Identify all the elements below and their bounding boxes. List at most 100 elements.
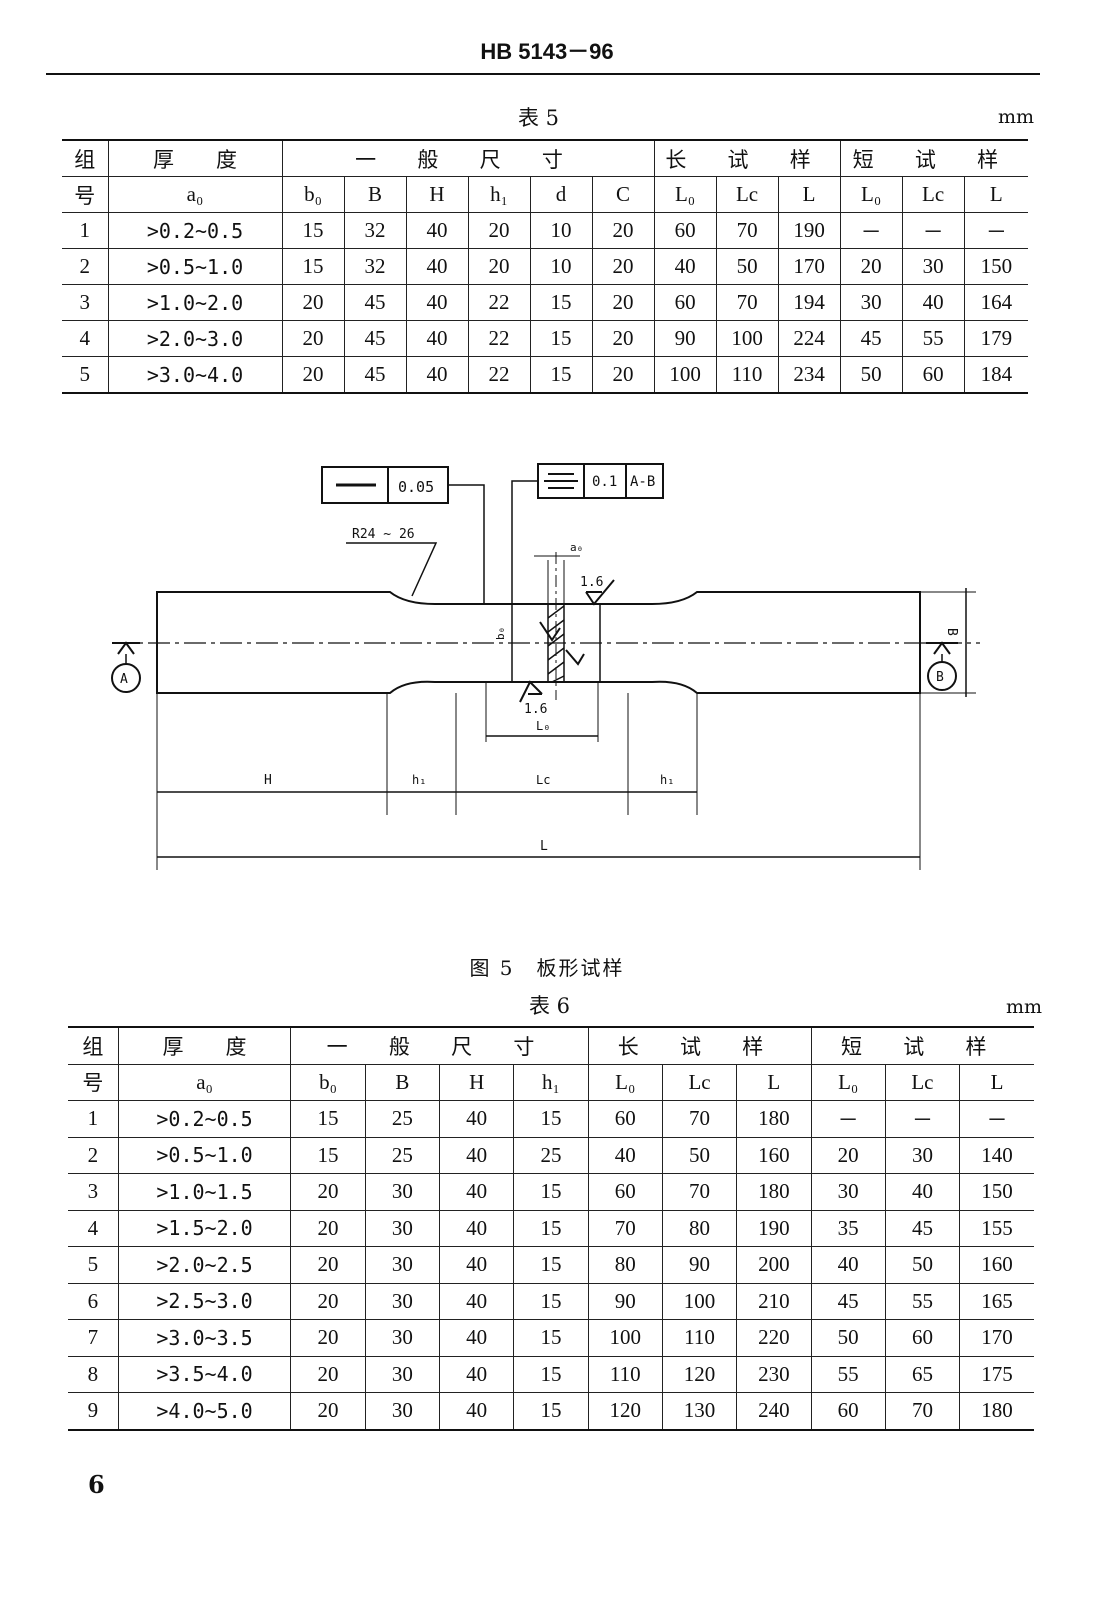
- table-cell: 45: [810, 1282, 886, 1320]
- col-header: H: [405, 176, 469, 213]
- row-thickness-range: >1.0~2.0: [107, 284, 283, 321]
- table-cell: 15: [513, 1282, 589, 1320]
- table-cell: 20: [290, 1319, 366, 1357]
- table-cell: 22: [467, 320, 531, 357]
- h-label: H: [264, 773, 272, 788]
- row-thickness-range: >3.5~4.0: [117, 1355, 292, 1393]
- table-cell: 15: [513, 1100, 589, 1138]
- table-cell: 15: [290, 1136, 366, 1174]
- table-cell: 120: [661, 1355, 738, 1393]
- header-group-top: 组: [68, 1026, 119, 1065]
- col-header: b₀: [290, 1063, 366, 1101]
- table-cell: 15: [529, 356, 593, 394]
- row-group-number: 4: [68, 1209, 119, 1247]
- table-cell: 40: [438, 1319, 515, 1357]
- table-cell: 20: [290, 1392, 366, 1430]
- table-cell: 40: [438, 1209, 515, 1247]
- header-long: 长 试 样: [587, 1026, 812, 1065]
- table-cell: 15: [529, 284, 593, 321]
- table5-body: 组 厚 度 一 般 尺 寸 长 试 样 短 试 样 号 a₀ b₀ B H h₁…: [62, 139, 1029, 394]
- table-cell: 15: [513, 1355, 589, 1393]
- table-cell: 15: [281, 248, 345, 285]
- header-short: 短 试 样: [839, 139, 1029, 177]
- table-cell: 20: [290, 1173, 366, 1211]
- table-cell: 30: [810, 1173, 886, 1211]
- table-cell: 70: [715, 212, 779, 249]
- table-cell: 10: [529, 248, 593, 285]
- table-cell: 100: [715, 320, 779, 357]
- table-cell: 40: [405, 284, 469, 321]
- table-cell: 70: [884, 1392, 961, 1430]
- header-rule: [46, 73, 1040, 75]
- table-cell: 15: [513, 1319, 589, 1357]
- row-thickness-range: >2.5~3.0: [117, 1282, 292, 1320]
- table-cell: 45: [884, 1209, 961, 1247]
- table-cell: 100: [653, 356, 717, 394]
- table-cell: 30: [839, 284, 903, 321]
- chain-dimension: H h₁ Lc h₁: [157, 773, 697, 793]
- row-group-number: 3: [68, 1173, 119, 1211]
- table-cell: 40: [438, 1173, 515, 1211]
- lc-label: Lc: [536, 773, 550, 787]
- table-cell: 100: [661, 1282, 738, 1320]
- table-cell: 224: [777, 320, 841, 357]
- table-cell: 22: [467, 356, 531, 394]
- row-group-number: 1: [62, 212, 109, 249]
- page-number: 6: [88, 1470, 105, 1499]
- l-label: L: [540, 839, 548, 854]
- table-cell: 70: [587, 1209, 663, 1247]
- col-header: a₀: [107, 176, 283, 213]
- table-cell: 140: [959, 1136, 1034, 1174]
- table-cell: 110: [715, 356, 779, 394]
- row-group-number: 5: [68, 1246, 119, 1284]
- row-thickness-range: >1.5~2.0: [117, 1209, 292, 1247]
- col-header: L₀: [810, 1063, 886, 1101]
- table-cell: 210: [736, 1282, 812, 1320]
- col-header: a₀: [117, 1063, 292, 1101]
- table-cell: 30: [364, 1246, 441, 1284]
- table-cell: 170: [777, 248, 841, 285]
- table-cell: 160: [736, 1136, 812, 1174]
- col-header: B: [364, 1063, 441, 1101]
- col-header: Lc: [661, 1063, 738, 1101]
- table-cell: 20: [467, 248, 531, 285]
- h1-right-label: h₁: [660, 773, 674, 787]
- table-cell: 20: [467, 212, 531, 249]
- symmetry-value: 0.1: [592, 474, 617, 490]
- table-cell: 40: [438, 1355, 515, 1393]
- table-cell: 45: [343, 356, 407, 394]
- table-cell: 60: [587, 1173, 663, 1211]
- table5: 组 厚 度 一 般 尺 寸 长 试 样 短 试 样 号 a₀ b₀ B H h₁…: [62, 139, 1029, 394]
- table-cell: 50: [810, 1319, 886, 1357]
- row-group-number: 3: [62, 284, 109, 321]
- table-cell: 20: [290, 1209, 366, 1247]
- col-header: h₁: [467, 176, 531, 213]
- a0-dimension: a₀: [534, 541, 583, 604]
- table-cell: 45: [839, 320, 903, 357]
- table-cell: 50: [715, 248, 779, 285]
- table-cell: 100: [587, 1319, 663, 1357]
- figure-caption: 图 5 板形试样: [469, 956, 625, 980]
- col-header: L₀: [587, 1063, 663, 1101]
- table-cell: 20: [290, 1246, 366, 1284]
- table-cell: －: [963, 212, 1029, 249]
- row-group-number: 7: [68, 1319, 119, 1357]
- table-cell: 150: [959, 1173, 1034, 1211]
- table-cell: 30: [364, 1173, 441, 1211]
- row-thickness-range: >0.5~1.0: [117, 1136, 292, 1174]
- table-cell: 15: [513, 1173, 589, 1211]
- table-cell: 40: [438, 1136, 515, 1174]
- table-cell: 30: [364, 1319, 441, 1357]
- table-cell: 180: [959, 1392, 1034, 1430]
- table-cell: 25: [364, 1100, 441, 1138]
- table-cell: 65: [884, 1355, 961, 1393]
- extension-lines: [156, 693, 921, 870]
- table-cell: 30: [884, 1136, 961, 1174]
- table-cell: 20: [839, 248, 903, 285]
- table-cell: 25: [364, 1136, 441, 1174]
- table-cell: 70: [661, 1173, 738, 1211]
